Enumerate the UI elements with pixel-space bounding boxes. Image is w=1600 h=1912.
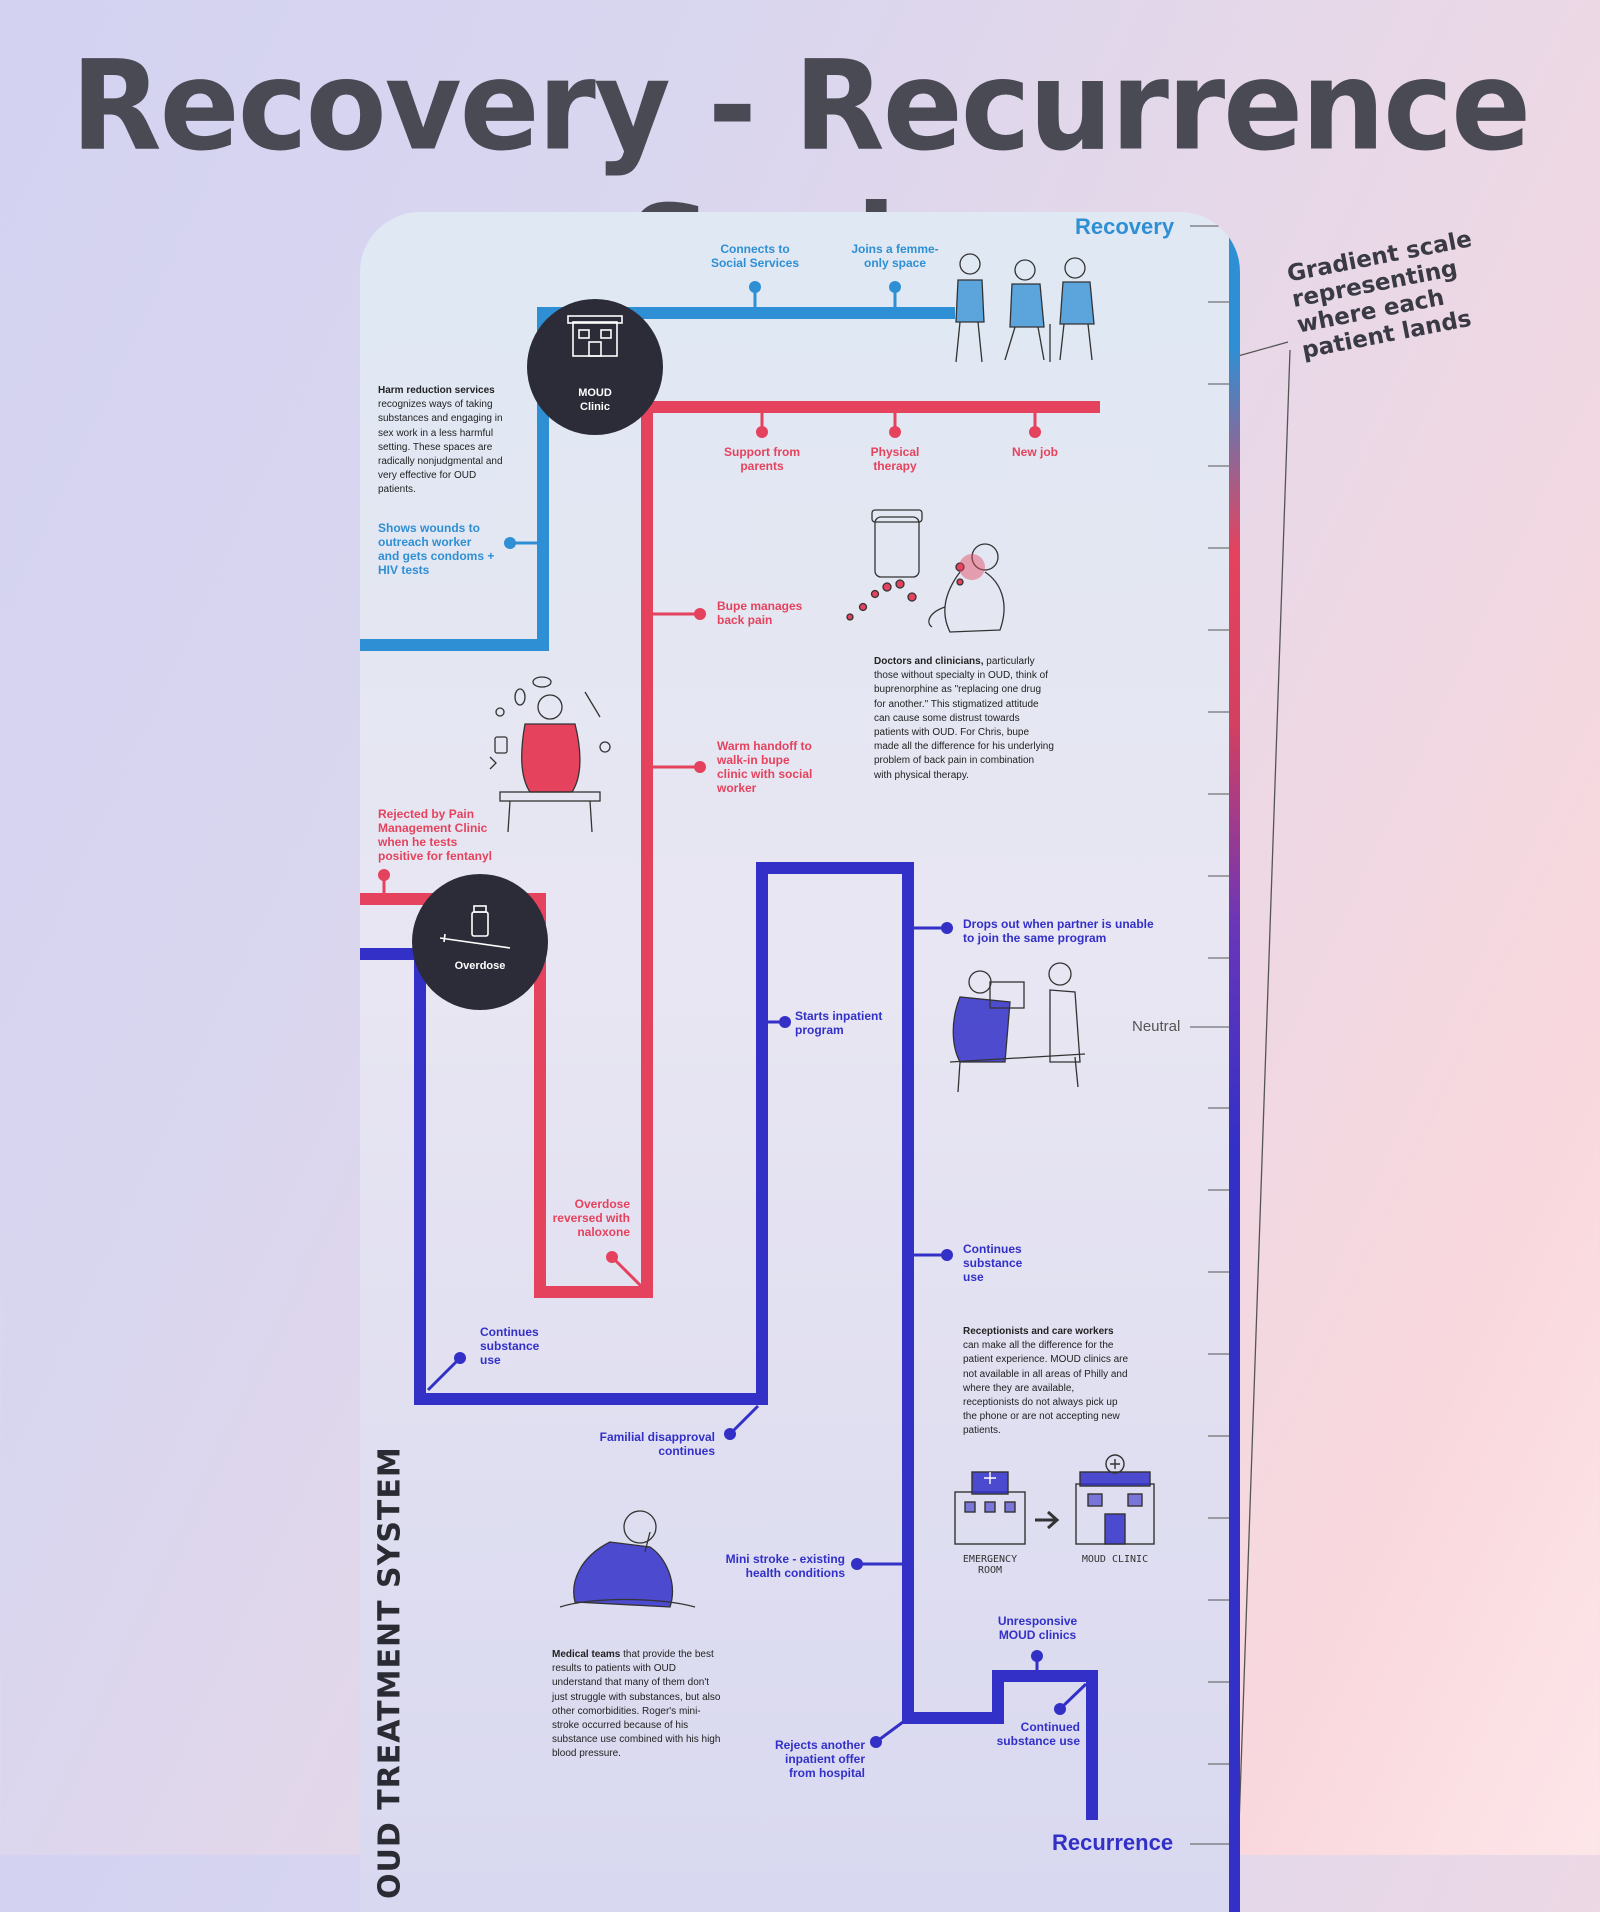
- indigo-event-node: [1054, 1703, 1066, 1715]
- event-mini-stroke: Mini stroke - existing health conditions: [710, 1552, 845, 1580]
- note-doctors: Doctors and clinicians, particularly tho…: [874, 655, 1054, 783]
- red-event-node: [694, 608, 706, 620]
- blue-event-node: [889, 281, 901, 293]
- event-overdose-reversed: Overdose reversed with naloxone: [545, 1197, 630, 1239]
- scale-ticks: [1190, 226, 1229, 1844]
- gradient-scale-bar: [1229, 212, 1240, 1912]
- man-on-bench-illustration: [490, 677, 610, 832]
- blue-event-node: [749, 281, 761, 293]
- caption-emergency-room: EMERGENCY ROOM: [950, 1554, 1030, 1576]
- note-receptionists: Receptionists and care workers can make …: [963, 1325, 1131, 1439]
- red-event-node: [378, 869, 390, 881]
- event-bupe-manages-pain: Bupe manages back pain: [717, 599, 817, 627]
- event-femme-only-space: Joins a femme-only space: [845, 242, 945, 270]
- event-support-from-parents: Support from parents: [717, 445, 807, 473]
- event-continues-substance-use-right: Continues substance use: [963, 1242, 1033, 1284]
- event-physical-therapy: Physical therapy: [860, 445, 930, 473]
- event-warm-handoff: Warm handoff to walk-in bupe clinic with…: [717, 739, 817, 795]
- indigo-event-node: [779, 1016, 791, 1028]
- recovery-label: Recovery: [1075, 214, 1174, 240]
- event-continues-substance-use-left: Continues substance use: [480, 1325, 550, 1367]
- event-new-job: New job: [1010, 445, 1060, 459]
- caption-moud-clinic: MOUD CLINIC: [1080, 1554, 1150, 1565]
- neutral-label: Neutral: [1132, 1018, 1180, 1035]
- moud-clinic-milestone: [527, 299, 663, 435]
- event-continued-substance-use: Continued substance use: [980, 1720, 1080, 1748]
- journey-map-card: MOUD Clinic Overdose Recovery Neutral Re…: [360, 212, 1240, 1912]
- overdose-label: Overdose: [440, 959, 520, 973]
- indigo-event-node: [941, 1249, 953, 1261]
- indigo-event-node: [870, 1736, 882, 1748]
- indigo-event-node: [724, 1428, 736, 1440]
- blue-event-node: [504, 537, 516, 549]
- event-connects-social-services: Connects to Social Services: [705, 242, 805, 270]
- clinic-intake-illustration: [950, 963, 1085, 1092]
- note-medical-teams: Medical teams that provide the best resu…: [552, 1648, 722, 1762]
- indigo-event-node: [851, 1558, 863, 1570]
- event-rejects-inpatient: Rejects another inpatient offer from hos…: [760, 1738, 865, 1780]
- indigo-event-node: [454, 1352, 466, 1364]
- red-event-node: [1029, 426, 1041, 438]
- event-familial-disapproval: Familial disapproval continues: [595, 1430, 715, 1458]
- red-event-node: [694, 761, 706, 773]
- event-unresponsive-moud: Unresponsive MOUD clinics: [990, 1614, 1085, 1642]
- indigo-event-node: [941, 922, 953, 934]
- note-harm-reduction: Harm reduction services recognizes ways …: [378, 384, 513, 498]
- moud-clinic-label: MOUD Clinic: [565, 386, 625, 414]
- event-rejected-pain-clinic: Rejected by Pain Management Clinic when …: [378, 807, 503, 863]
- vertical-system-title: THE OUD TREATMENT SYSTEM: [373, 1640, 408, 1912]
- red-event-node: [756, 426, 768, 438]
- er-to-clinic-illustration: [955, 1455, 1154, 1544]
- mini-stroke-patient-illustration: [560, 1511, 695, 1607]
- event-shows-wounds: Shows wounds to outreach worker and gets…: [378, 521, 496, 577]
- overdose-milestone: [412, 874, 548, 1010]
- indigo-event-node: [1031, 1650, 1043, 1662]
- event-starts-inpatient: Starts inpatient program: [795, 1009, 890, 1037]
- event-drops-out: Drops out when partner is unable to join…: [963, 917, 1163, 945]
- support-group-illustration: [956, 254, 1094, 362]
- recurrence-label: Recurrence: [1052, 1830, 1173, 1856]
- red-event-node: [606, 1251, 618, 1263]
- back-pain-illustration: [847, 510, 1004, 632]
- red-event-node: [889, 426, 901, 438]
